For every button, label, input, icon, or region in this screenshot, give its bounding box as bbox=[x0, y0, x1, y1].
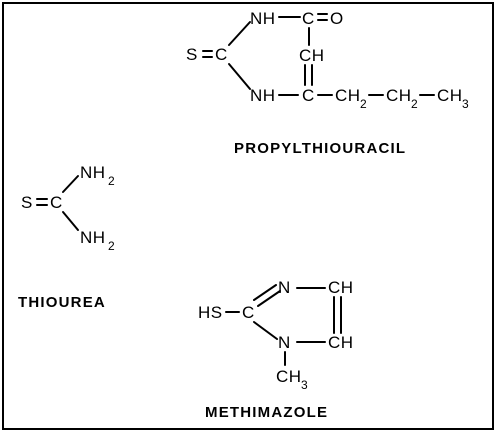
ptu-ch2-b-subscript: 2 bbox=[411, 97, 418, 111]
ptu-ch3-subscript: 3 bbox=[462, 97, 469, 111]
mmi-c-atom: C bbox=[242, 303, 255, 322]
mmi-c-n-bottom-bond bbox=[253, 321, 278, 340]
ptu-ch2-a-atom: CH bbox=[335, 86, 361, 105]
ptu-ch2-a-subscript: 2 bbox=[360, 97, 367, 111]
ptu-c-bottom-atom: C bbox=[302, 86, 315, 105]
figure-frame bbox=[2, 2, 494, 430]
ptu-nh-bottom-atom: NH bbox=[250, 86, 276, 105]
tu-s-atom: S bbox=[21, 193, 33, 212]
mmi-ch3-atom: CH bbox=[276, 367, 302, 386]
ptu-ch2-b-atom: CH bbox=[386, 86, 412, 105]
ptu-ch3-atom: CH bbox=[437, 86, 463, 105]
propylthiouracil-structure: S C NH C O CH NH C CH 2 CH 2 CH 3 PROPYL… bbox=[186, 9, 469, 157]
mmi-ch-bottom-atom: CH bbox=[328, 333, 354, 352]
ptu-name-label: PROPYLTHIOURACIL bbox=[234, 140, 406, 157]
tu-c-atom: C bbox=[50, 193, 63, 212]
tu-c-nh-bottom-bond bbox=[62, 211, 79, 231]
ptu-c-ring-atom: C bbox=[215, 45, 228, 64]
methimazole-structure: HS C N CH N CH CH 3 METHIMAZOLE bbox=[198, 278, 354, 421]
thiourea-structure: S C NH 2 NH 2 THIOUREA bbox=[18, 163, 115, 311]
mmi-ch-top-atom: CH bbox=[328, 278, 354, 297]
mmi-hs-atom: HS bbox=[198, 303, 223, 322]
tu-c-nh-top-bond bbox=[62, 175, 79, 193]
ptu-c-nh-bottom-bond bbox=[228, 63, 251, 90]
ptu-ch-atom: CH bbox=[299, 46, 325, 65]
mmi-name-label: METHIMAZOLE bbox=[205, 404, 328, 421]
tu-name-label: THIOUREA bbox=[18, 294, 106, 311]
ptu-c-nh-top-bond bbox=[228, 21, 251, 46]
ptu-nh-top-atom: NH bbox=[250, 9, 276, 28]
tu-nh-top-subscript: 2 bbox=[108, 174, 115, 188]
ptu-o-atom: O bbox=[330, 9, 344, 28]
mmi-c-n-double-bond-1 bbox=[253, 284, 277, 301]
tu-nh-bottom-atom: NH bbox=[80, 228, 106, 247]
tu-nh-top-atom: NH bbox=[80, 163, 106, 182]
mmi-n-bottom-atom: N bbox=[278, 333, 291, 352]
mmi-n-top-atom: N bbox=[278, 278, 291, 297]
ptu-c-carbonyl-atom: C bbox=[302, 9, 315, 28]
ptu-s-atom: S bbox=[186, 45, 198, 64]
mmi-c-n-double-bond-2 bbox=[257, 290, 281, 307]
tu-nh-bottom-subscript: 2 bbox=[108, 239, 115, 253]
mmi-ch3-subscript: 3 bbox=[301, 378, 308, 392]
